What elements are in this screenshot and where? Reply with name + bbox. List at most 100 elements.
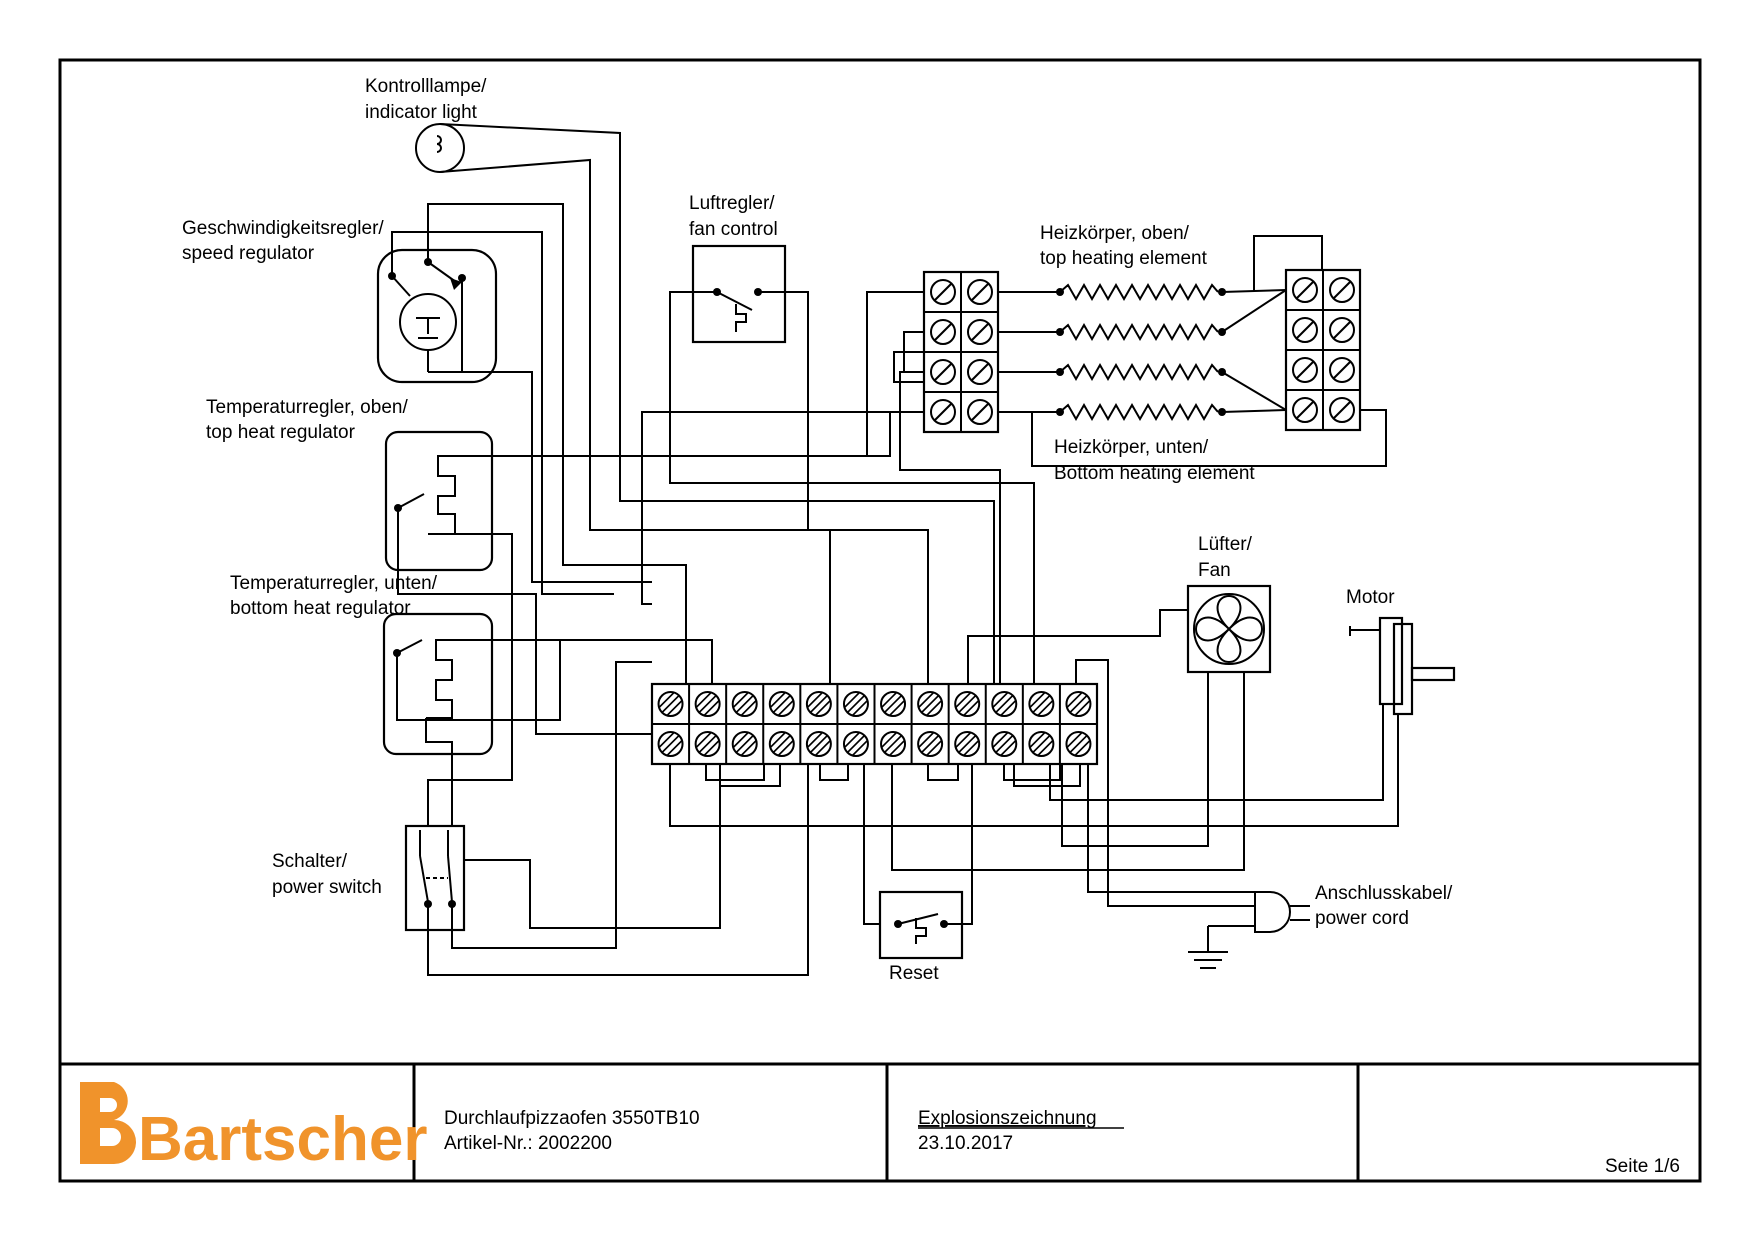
top-heating-element-label-de: Heizkörper, oben/ (1040, 223, 1190, 244)
bartscher-logo-wordmark: Bartscher (138, 1105, 427, 1174)
terminal-screw (917, 731, 944, 757)
terminal-screw-hatch (995, 695, 1013, 713)
speed-regulator-label-en: speed regulator (182, 243, 315, 264)
terminal-screw-hatch (925, 739, 943, 757)
terminal-screw-hatch (736, 735, 754, 753)
terminal-screw-hatch (810, 695, 828, 713)
terminal-screw-hatch (958, 695, 976, 713)
speed-regulator-label-de: Geschwindigkeitsregler/ (182, 218, 384, 239)
bottom-heat-regulator-symbol (382, 612, 494, 756)
terminal-screw-hatch (954, 691, 972, 709)
terminal-screw (880, 691, 907, 717)
terminal-screw (880, 731, 907, 757)
terminal-screw-hatch (806, 731, 824, 749)
top-heat-regulator-label-en: top heat regulator (206, 422, 356, 443)
terminal-screw-hatch (880, 731, 898, 749)
terminal-screw-hatch (695, 731, 713, 749)
fan-label-de: Lüfter/ (1198, 534, 1253, 555)
terminal-screw-hatch (699, 695, 717, 713)
terminal-screw-hatch (917, 691, 935, 709)
terminal-screw-hatch (740, 739, 758, 757)
indicator-light-label-en: indicator light (365, 102, 478, 123)
page-number: Seite 1/6 (1605, 1156, 1680, 1177)
bottom-heat-regulator-label-de: Temperaturregler, unten/ (230, 573, 438, 594)
terminal-screw (694, 691, 721, 717)
bottom-heat-regulator-label-en: bottom heat regulator (230, 598, 411, 619)
terminal-screw (805, 731, 832, 757)
bartscher-logo: Bartscher (80, 1082, 427, 1174)
terminal-screw-hatch (699, 735, 717, 753)
terminal-screw-hatch (1028, 691, 1046, 709)
speed-regulator-symbol (376, 248, 498, 384)
terminal-screw (954, 731, 981, 757)
main-terminal-strip (650, 682, 1099, 766)
terminal-screw-hatch (991, 691, 1009, 709)
terminal-screw (731, 731, 758, 757)
terminal-screw-hatch (962, 739, 980, 757)
terminal-screw-hatch (995, 735, 1013, 753)
terminal-screw-hatch (925, 699, 943, 717)
fan-label-en: Fan (1198, 560, 1231, 581)
power-switch-label-en: power switch (272, 877, 382, 898)
terminal-screw-hatch (851, 739, 869, 757)
terminal-screw-hatch (1065, 731, 1084, 749)
terminal-screw-hatch (657, 731, 676, 749)
terminal-screw-hatch (991, 731, 1009, 749)
bottom-heating-element-label-de: Heizkörper, unten/ (1054, 437, 1209, 458)
terminal-screw (1065, 731, 1092, 757)
terminal-screw-hatch (665, 739, 684, 757)
wiring (391, 123, 1399, 976)
terminal-screw-hatch (810, 735, 828, 753)
terminal-screw-hatch (1069, 735, 1088, 753)
document-date: 23.10.2017 (918, 1133, 1013, 1154)
power-cord-plug-symbol (1188, 891, 1310, 969)
terminal-screw-hatch (703, 739, 721, 757)
drawing-frame (58, 58, 1702, 1183)
top-heating-element-label-en: top heating element (1040, 248, 1208, 269)
terminal-screw-hatch (665, 699, 684, 717)
power-switch-label-de: Schalter/ (272, 851, 348, 872)
top-heat-regulator-symbol (384, 430, 494, 572)
bartscher-logo-mark (80, 1082, 136, 1164)
terminal-screw-hatch (843, 691, 861, 709)
terminal-screw (694, 731, 721, 757)
heater-terminal-block-right (1284, 268, 1362, 432)
terminal-screw-hatch (954, 731, 972, 749)
terminal-screw (954, 691, 981, 717)
terminal-screw-hatch (1032, 735, 1050, 753)
terminal-screw-hatch (1032, 695, 1050, 713)
terminal-screw-hatch (1073, 699, 1092, 717)
terminal-screw-hatch (814, 739, 832, 757)
terminal-screw-hatch (773, 695, 791, 713)
terminal-screw-hatch (806, 691, 824, 709)
power-cord-label-de: Anschlusskabel/ (1315, 883, 1453, 904)
terminal-screw-hatch (921, 735, 939, 753)
reset-label: Reset (889, 963, 939, 984)
terminal-screw-hatch (1036, 699, 1054, 717)
terminal-screw-hatch (657, 691, 676, 709)
top-heat-regulator-label-de: Temperaturregler, oben/ (206, 397, 408, 418)
motor-label: Motor (1346, 587, 1395, 608)
power-switch-symbol (404, 824, 466, 932)
terminal-screw-hatch (843, 731, 861, 749)
terminal-screw (1028, 691, 1055, 717)
terminal-screw-hatch (847, 695, 865, 713)
terminal-screw (768, 731, 795, 757)
indicator-light-label-de: Kontrolllampe/ (365, 76, 487, 97)
terminal-screw-hatch (703, 699, 721, 717)
terminal-screw (1028, 731, 1055, 757)
terminal-screw-hatch (1065, 691, 1084, 709)
terminal-screw-hatch (1036, 739, 1054, 757)
terminal-screw-hatch (732, 731, 750, 749)
fan-control-label-de: Luftregler/ (689, 193, 775, 214)
terminal-screw-hatch (740, 699, 758, 717)
bottom-heating-element-label-en: Bottom heating element (1054, 463, 1255, 484)
terminal-screw-hatch (884, 695, 902, 713)
document-type: Explosionszeichnung (918, 1108, 1097, 1129)
terminal-screw (991, 691, 1018, 717)
terminal-screw-hatch (736, 695, 754, 713)
indicator-light-symbol (415, 123, 465, 173)
terminal-screw-hatch (884, 735, 902, 753)
article-number: Artikel-Nr.: 2002200 (444, 1133, 612, 1154)
